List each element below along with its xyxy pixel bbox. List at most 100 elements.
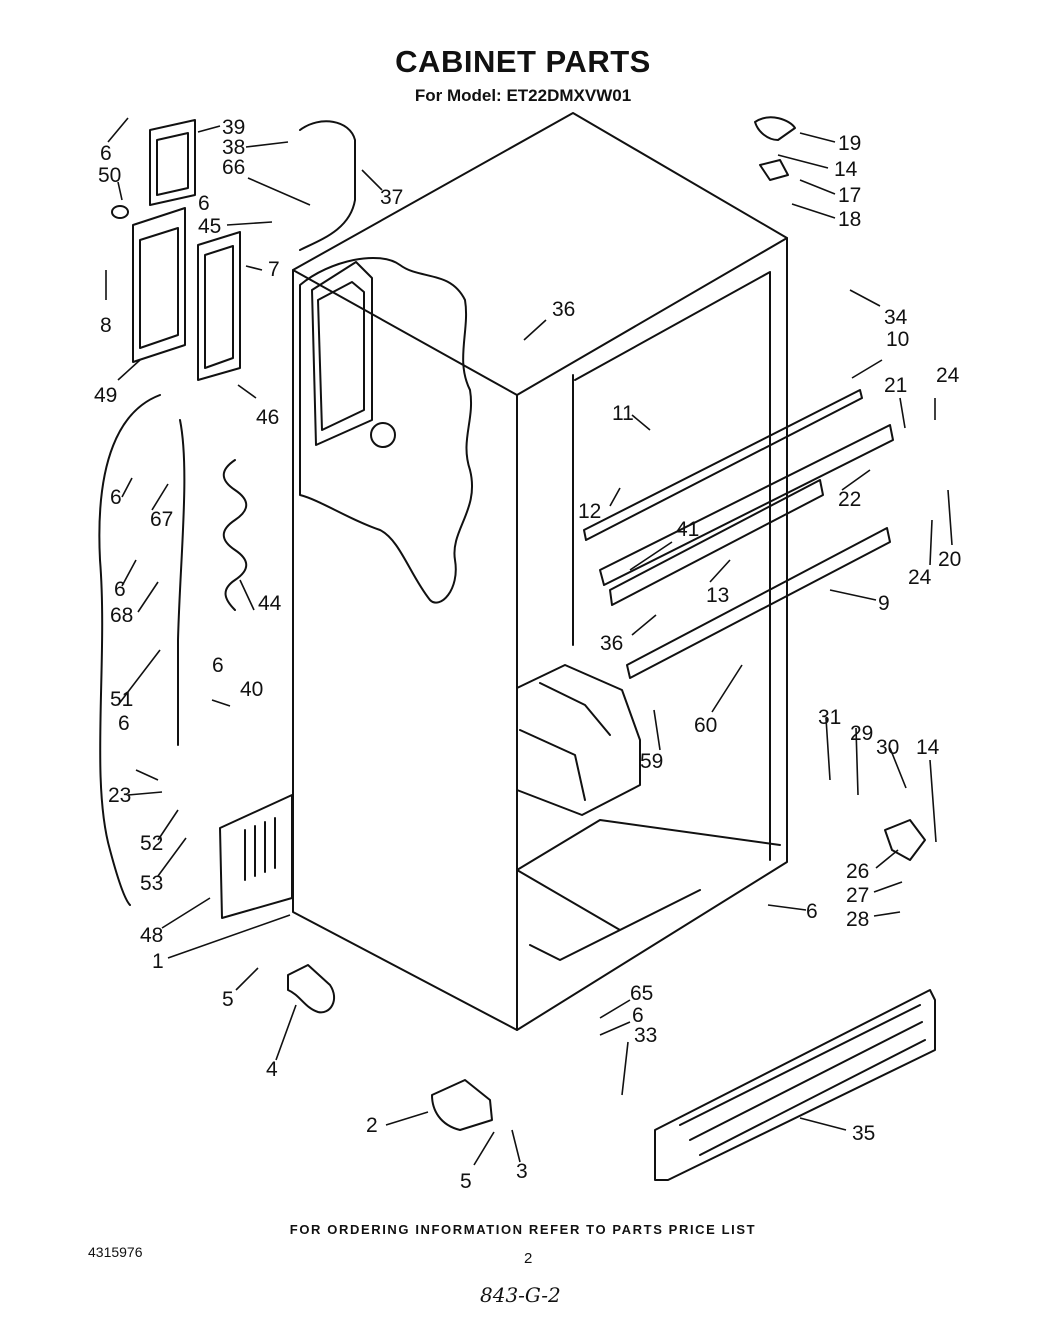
callout-label: 39 bbox=[222, 116, 245, 139]
cord-51 bbox=[177, 419, 186, 746]
crisper-housing-detail bbox=[519, 682, 611, 801]
plug-50 bbox=[111, 205, 129, 219]
cutaway-panel bbox=[311, 261, 373, 446]
callout-label: 60 bbox=[694, 714, 717, 737]
callout-label: 10 bbox=[886, 328, 909, 351]
gasket-7 bbox=[197, 231, 241, 381]
callout-label: 6 bbox=[212, 654, 224, 677]
callout-label: 48 bbox=[140, 924, 163, 947]
cabinet-front-edge bbox=[292, 237, 788, 1031]
diagram-linework bbox=[98, 112, 936, 1181]
callout-label: 23 bbox=[108, 784, 131, 807]
callout-label: 7 bbox=[268, 258, 280, 281]
callout-label: 24 bbox=[908, 566, 932, 589]
document-number: 4315976 bbox=[88, 1244, 143, 1260]
callout-label: 67 bbox=[150, 508, 173, 531]
callout-label: 22 bbox=[838, 488, 861, 511]
rail-10 bbox=[583, 389, 863, 541]
cutaway-fitting bbox=[370, 422, 396, 448]
callout-label: 8 bbox=[100, 314, 112, 337]
harness-37 bbox=[299, 120, 356, 251]
callout-label: 4 bbox=[266, 1058, 278, 1081]
callout-label: 66 bbox=[222, 156, 245, 179]
callout-label: 6 bbox=[110, 486, 122, 509]
callout-label: 19 bbox=[838, 132, 861, 155]
callout-label: 38 bbox=[222, 136, 245, 159]
rail-13-lower bbox=[609, 479, 824, 606]
callout-label: 14 bbox=[834, 158, 858, 181]
callout-label: 51 bbox=[110, 688, 133, 711]
callout-label: 59 bbox=[640, 750, 663, 773]
rail-13 bbox=[599, 424, 894, 586]
cabinet-inner-liner bbox=[572, 271, 771, 861]
callout-label: 17 bbox=[838, 184, 861, 207]
callout-label: 28 bbox=[846, 908, 869, 931]
toe-grille-35 bbox=[654, 989, 936, 1181]
crisper-housing bbox=[516, 664, 641, 816]
ordering-note: FOR ORDERING INFORMATION REFER TO PARTS … bbox=[289, 1222, 757, 1237]
grille-48-slots bbox=[244, 817, 276, 881]
callout-label: 49 bbox=[94, 384, 117, 407]
drain-coil-44 bbox=[222, 459, 248, 611]
callout-label: 65 bbox=[630, 982, 653, 1005]
caster-4 bbox=[287, 964, 336, 1014]
callout-label: 68 bbox=[110, 604, 133, 627]
callout-label: 13 bbox=[706, 584, 729, 607]
callout-label: 53 bbox=[140, 872, 163, 895]
cabinet-cutaway bbox=[299, 257, 473, 604]
rail-9 bbox=[626, 527, 891, 679]
cabinet-floor bbox=[516, 819, 781, 961]
callout-label: 52 bbox=[140, 832, 163, 855]
callout-label: 40 bbox=[240, 678, 263, 701]
hinge-2 bbox=[431, 1079, 493, 1131]
callout-label: 30 bbox=[876, 736, 899, 759]
callout-label: 29 bbox=[850, 722, 873, 745]
callout-label: 5 bbox=[460, 1170, 472, 1193]
cabinet-outline bbox=[292, 112, 788, 1031]
callout-label: 46 bbox=[256, 406, 279, 429]
toe-grille-35-slats bbox=[679, 1004, 926, 1156]
callout-label: 6 bbox=[632, 1004, 644, 1027]
cover-plate-49 bbox=[132, 207, 186, 363]
callout-label: 6 bbox=[118, 712, 130, 735]
cord-23 bbox=[98, 394, 161, 906]
callout-label: 26 bbox=[846, 860, 869, 883]
callout-label: 27 bbox=[846, 884, 869, 907]
callout-label: 11 bbox=[612, 402, 634, 425]
callout-label: 24 bbox=[936, 364, 960, 387]
callout-label: 6 bbox=[114, 578, 126, 601]
hinge-26 bbox=[884, 819, 926, 861]
callout-label: 31 bbox=[818, 706, 841, 729]
callout-label: 18 bbox=[838, 208, 861, 231]
callout-label: 41 bbox=[676, 518, 699, 541]
callout-label: 37 bbox=[380, 186, 403, 209]
model-subtitle: For Model: ET22DMXVW01 bbox=[414, 86, 632, 105]
callout-label: 36 bbox=[600, 632, 623, 655]
callout-label: 50 bbox=[98, 164, 121, 187]
leader-lines bbox=[105, 117, 953, 1166]
callout-label: 9 bbox=[878, 592, 890, 615]
callout-label: 6 bbox=[100, 142, 112, 165]
callout-label: 6 bbox=[806, 900, 818, 923]
bracket-39 bbox=[149, 119, 196, 206]
cutaway-panel-inner bbox=[317, 281, 365, 431]
callout-label: 20 bbox=[938, 548, 961, 571]
hinge-plate-17 bbox=[759, 159, 789, 181]
callout-label: 12 bbox=[578, 500, 601, 523]
callout-label: 14 bbox=[916, 736, 940, 759]
callout-label: 6 bbox=[198, 192, 210, 215]
callout-label: 21 bbox=[884, 374, 907, 397]
grille-48 bbox=[219, 794, 293, 919]
callout-label: 33 bbox=[634, 1024, 657, 1047]
callout-label: 34 bbox=[884, 306, 908, 329]
callout-label: 35 bbox=[852, 1122, 875, 1145]
callout-label: 44 bbox=[258, 592, 282, 615]
handwritten-note: 843-G-2 bbox=[480, 1283, 561, 1307]
callout-label: 3 bbox=[516, 1160, 528, 1183]
page-title: CABINET PARTS bbox=[395, 44, 651, 79]
callout-label: 2 bbox=[366, 1114, 378, 1137]
page-number: 2 bbox=[524, 1250, 533, 1267]
callout-label: 45 bbox=[198, 215, 221, 238]
callout-label: 1 bbox=[152, 950, 164, 973]
